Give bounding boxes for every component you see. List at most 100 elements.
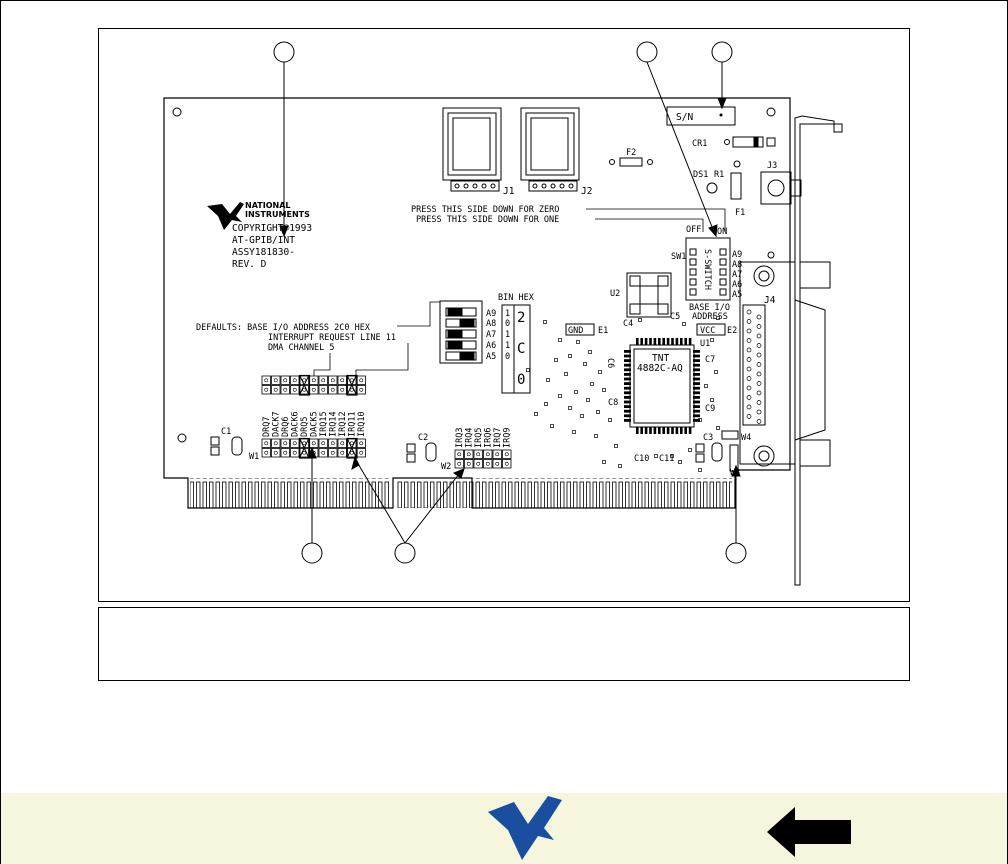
svg-text:NATIONAL: NATIONAL bbox=[245, 201, 290, 210]
mounting-hole bbox=[172, 107, 182, 117]
w1-pin-hole bbox=[292, 387, 297, 392]
w2-label-irq6: IRQ6 bbox=[484, 428, 494, 448]
via bbox=[580, 414, 584, 418]
mounting-bracket bbox=[794, 115, 843, 586]
w1-label-drq7: DRQ7 bbox=[262, 417, 272, 437]
chip-u1-pins bbox=[624, 338, 700, 434]
w1-label-dack6: DACK6 bbox=[291, 411, 301, 437]
pin bbox=[756, 362, 762, 367]
pin bbox=[746, 338, 752, 343]
label-w1: W1 bbox=[249, 452, 259, 462]
w1-pin bbox=[261, 385, 271, 395]
jumper-w2 bbox=[454, 449, 512, 469]
jumper-x bbox=[299, 375, 309, 395]
w1-pin bbox=[328, 385, 338, 395]
w2-pin bbox=[464, 449, 474, 459]
via bbox=[596, 410, 600, 414]
w2-pin bbox=[473, 459, 483, 469]
w1-pin bbox=[318, 385, 328, 395]
w2-pin bbox=[492, 449, 502, 459]
label-off: OFF bbox=[686, 225, 701, 235]
via bbox=[534, 412, 538, 416]
via bbox=[678, 460, 682, 464]
pin bbox=[688, 427, 692, 434]
via bbox=[670, 454, 674, 458]
callout-4 bbox=[301, 542, 323, 564]
w1-pin bbox=[337, 438, 347, 448]
w2-pin bbox=[502, 449, 512, 459]
via bbox=[654, 454, 658, 458]
jumper-shunt bbox=[298, 437, 311, 459]
back-arrow-icon[interactable] bbox=[767, 807, 851, 857]
w1-pin bbox=[280, 375, 290, 385]
pin bbox=[671, 338, 674, 345]
via bbox=[710, 398, 714, 402]
w1-pin-hole bbox=[330, 441, 335, 446]
w1-pin-hole bbox=[330, 450, 335, 455]
pin bbox=[756, 333, 762, 339]
label-f2: F2 bbox=[626, 148, 636, 158]
w1-label-irq10: IRQ10 bbox=[357, 411, 367, 437]
pin bbox=[636, 338, 639, 345]
jumper-shunt bbox=[346, 437, 358, 459]
label-c9: C9 bbox=[705, 404, 715, 414]
w2-label-irq5: IRQ5 bbox=[474, 428, 484, 448]
base-io-text: BASE I/O bbox=[689, 303, 730, 313]
w1-pin bbox=[299, 448, 309, 458]
label-j4: J4 bbox=[764, 295, 776, 306]
via bbox=[688, 448, 692, 452]
w2-pin-hole bbox=[476, 461, 481, 466]
caption-box bbox=[98, 607, 910, 681]
connector-j1 bbox=[442, 107, 502, 192]
pin bbox=[746, 395, 752, 400]
pin bbox=[675, 338, 679, 345]
w1-pin-hole bbox=[330, 378, 335, 383]
w2-label-irq7: IRQ7 bbox=[493, 428, 503, 448]
press-one-text: PRESS THIS SIDE DOWN FOR ONE bbox=[416, 215, 559, 225]
connector-j2 bbox=[520, 107, 580, 192]
w1-pin bbox=[356, 448, 366, 458]
label-c11: C11 bbox=[659, 454, 674, 464]
via bbox=[586, 398, 590, 402]
dip-addr-a8: A8 bbox=[486, 319, 496, 329]
svg-text:INSTRUMENTS: INSTRUMENTS bbox=[245, 210, 310, 219]
pin bbox=[746, 319, 752, 324]
w1-pin-hole bbox=[273, 441, 278, 446]
w1-pin bbox=[318, 438, 328, 448]
pin bbox=[624, 373, 631, 376]
ni-board-logo: NATIONAL INSTRUMENTS bbox=[207, 201, 310, 230]
w1-pin-hole bbox=[321, 450, 326, 455]
model-text: AT-GPIB/INT bbox=[232, 235, 295, 246]
via bbox=[602, 460, 606, 464]
w1-pin bbox=[271, 385, 281, 395]
bin-value: 0 bbox=[505, 319, 510, 329]
w1-pin-hole bbox=[359, 378, 364, 383]
pin bbox=[693, 359, 700, 362]
w1-pin bbox=[299, 375, 309, 385]
pin bbox=[746, 357, 752, 362]
w2-pin bbox=[483, 459, 493, 469]
w2-pin bbox=[454, 459, 464, 469]
w1-pin-hole bbox=[283, 450, 288, 455]
w2-label-irq3: IRQ3 bbox=[455, 428, 465, 448]
w1-pin-hole bbox=[302, 441, 307, 446]
w2-pin-hole bbox=[485, 452, 490, 457]
w2-pin bbox=[492, 459, 502, 469]
sw-addr-a5: A5 bbox=[732, 290, 742, 300]
pin bbox=[746, 414, 752, 419]
pin bbox=[756, 419, 762, 424]
w1-pin bbox=[309, 385, 319, 395]
chip-tnt-text: TNT bbox=[652, 353, 669, 364]
jumper-shunt bbox=[298, 374, 311, 396]
pin bbox=[746, 328, 752, 334]
w1-pin bbox=[328, 375, 338, 385]
pin bbox=[693, 354, 700, 358]
callout-2 bbox=[636, 41, 658, 63]
w2-pin-hole bbox=[504, 452, 509, 457]
label-cr1: CR1 bbox=[692, 139, 707, 149]
w1-pin-hole bbox=[273, 387, 278, 392]
w1-pin bbox=[271, 448, 281, 458]
via bbox=[574, 390, 578, 394]
w1-pin-hole bbox=[349, 450, 354, 455]
pin bbox=[756, 409, 762, 415]
